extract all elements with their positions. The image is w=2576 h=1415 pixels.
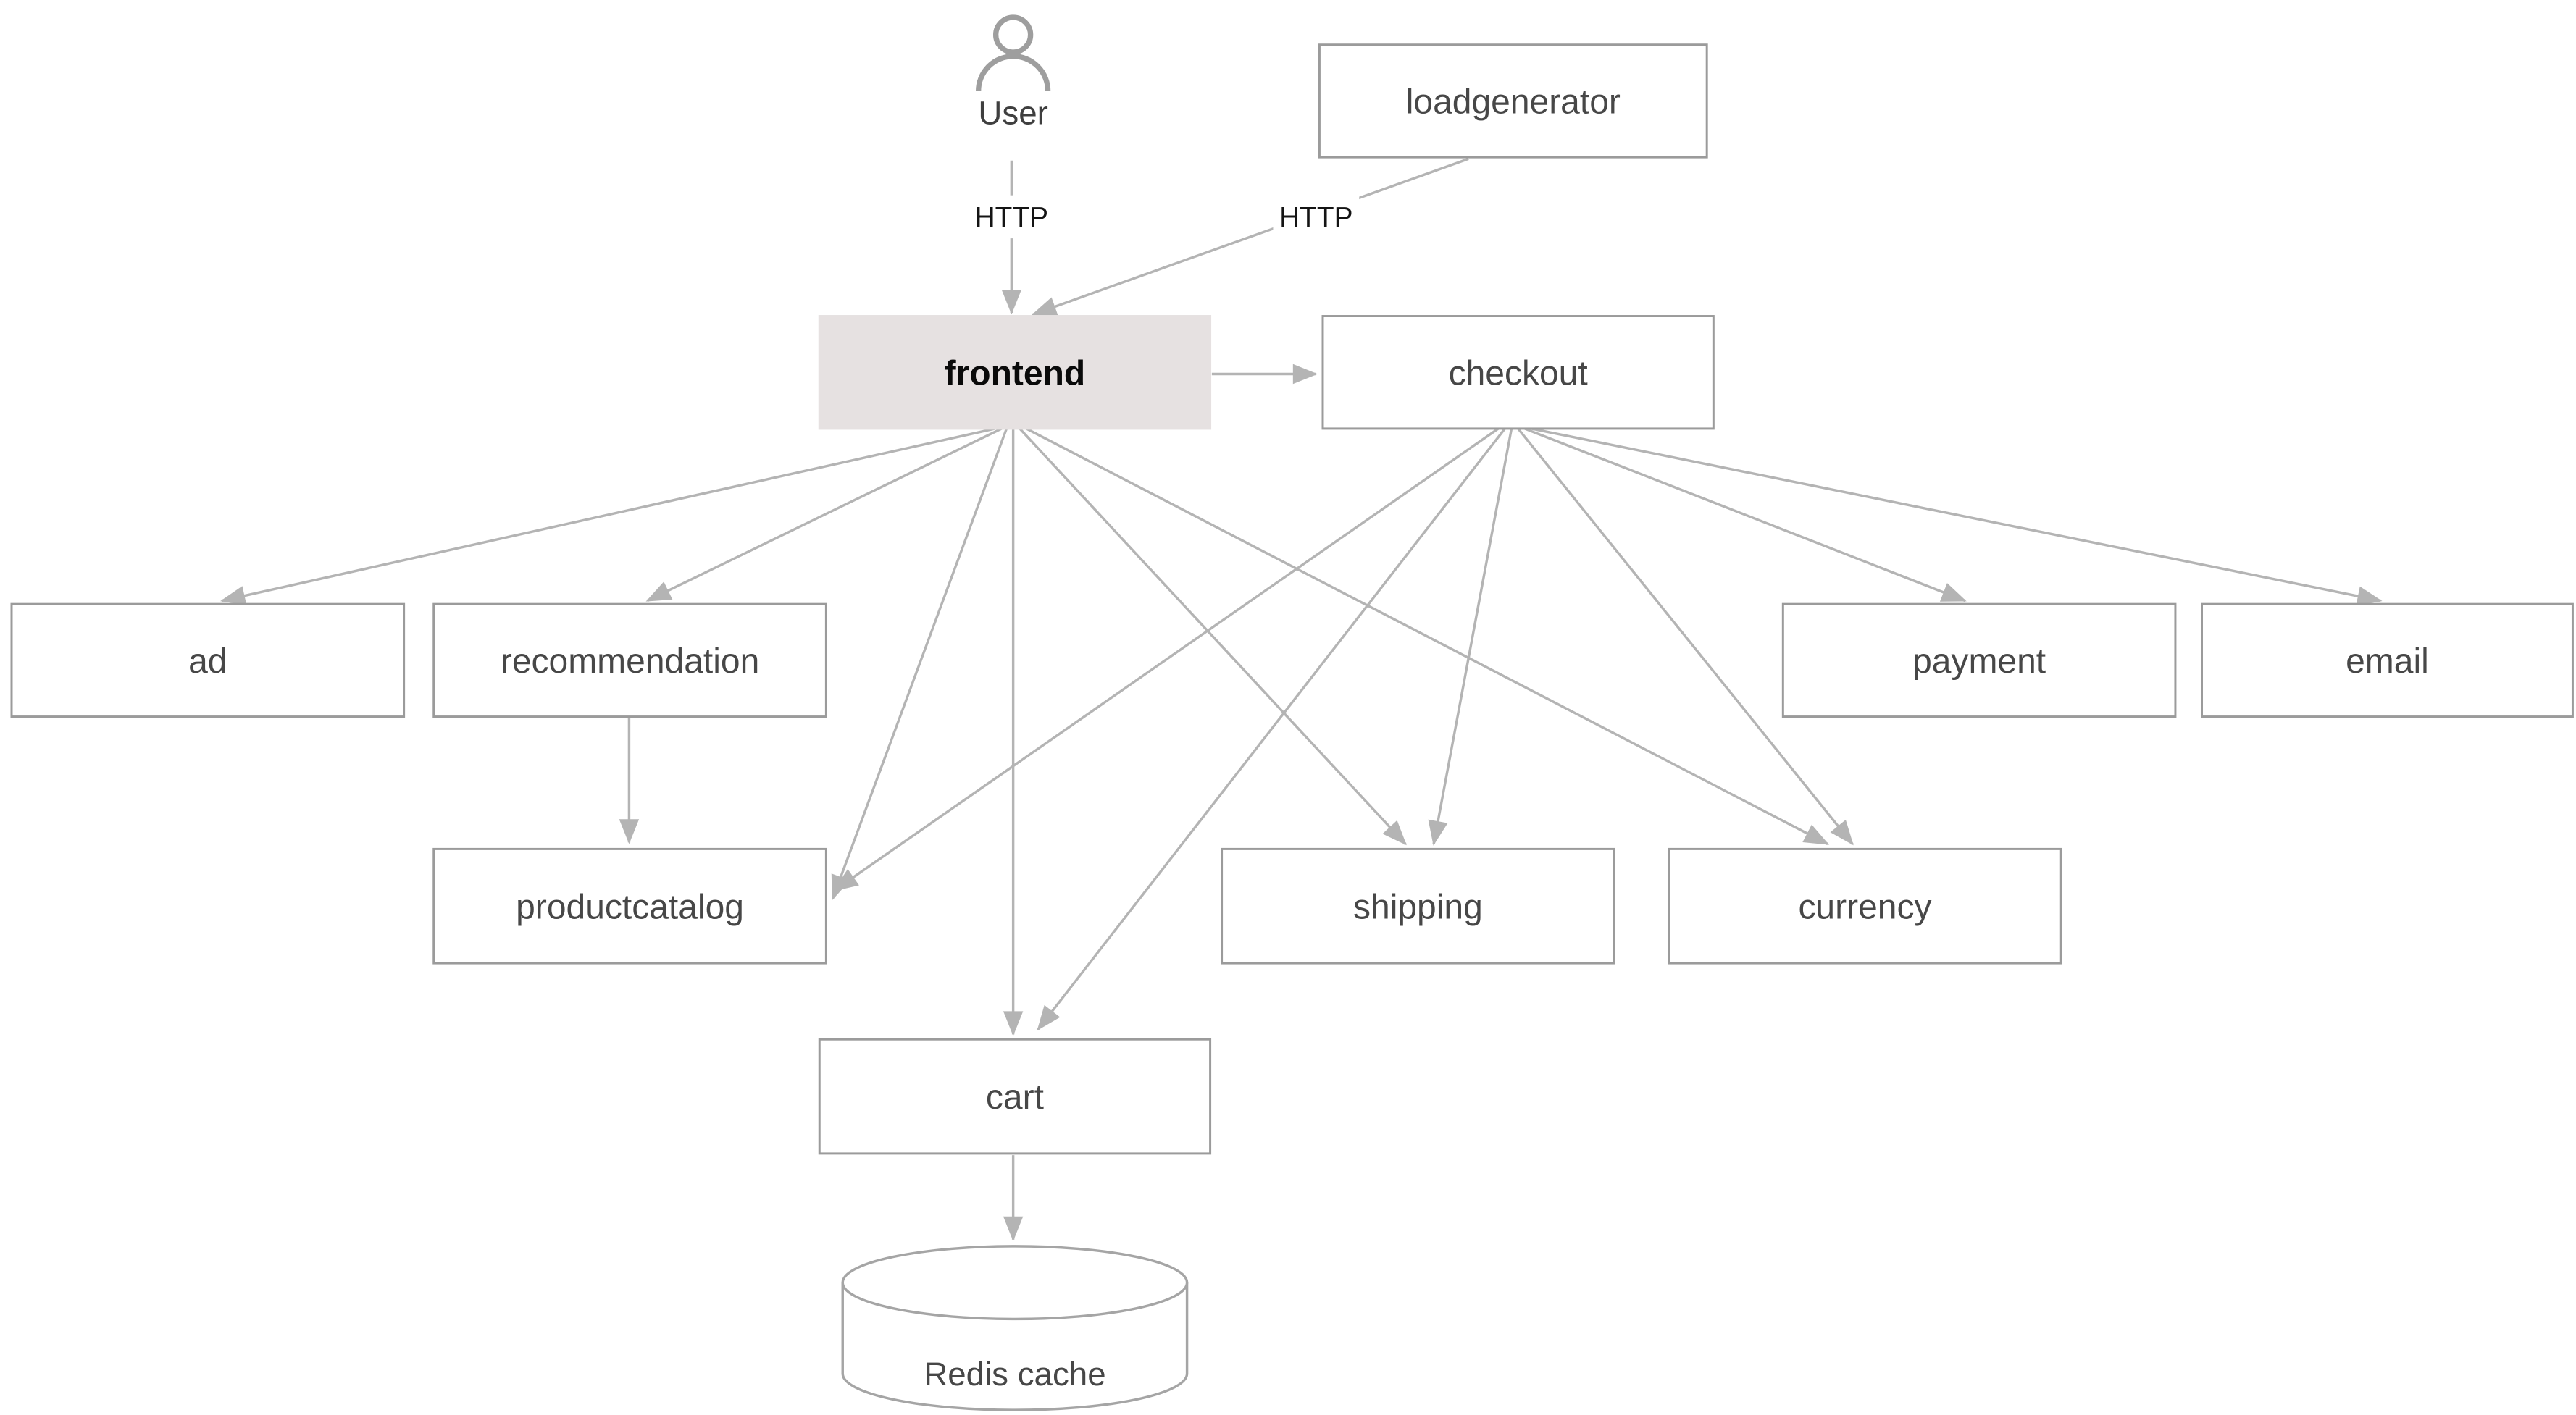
edge-frontend-ad — [220, 427, 995, 606]
node-box-currency — [1668, 847, 2062, 965]
edge-label-user-frontend: HTTP — [975, 202, 1048, 233]
edge-checkout-shipping — [1428, 428, 1513, 846]
node-label-checkout: checkout — [1449, 354, 1588, 392]
edge-label-layer: HTTP HTTP — [968, 195, 1360, 239]
node-label-frontend: frontend — [945, 354, 1086, 392]
node-checkout: checkout — [1321, 315, 1715, 430]
node-recommendation: recommendation — [432, 602, 827, 718]
node-user: User — [975, 14, 1051, 131]
edge-frontend-productcatalog — [831, 428, 1008, 901]
node-label-recommendation: recommendation — [501, 642, 759, 681]
node-box-recommendation — [432, 602, 827, 718]
edge-loadgenerator-frontend — [1031, 157, 1469, 316]
edge-label-bg — [1273, 195, 1360, 239]
edge-label-loadgenerator-frontend: HTTP — [1279, 202, 1352, 233]
node-label-redis: Redis cache — [924, 1356, 1105, 1393]
edge-label-bg — [968, 195, 1055, 239]
user-icon — [975, 14, 1051, 91]
node-shipping: shipping — [1221, 847, 1615, 965]
node-box-payment — [1781, 602, 2177, 718]
edge-checkout-payment — [1524, 427, 1967, 602]
node-box-frontend — [818, 315, 1212, 430]
node-label-payment: payment — [1912, 642, 2046, 681]
node-label-user: User — [978, 94, 1047, 131]
node-box-loadgenerator — [1318, 43, 1708, 159]
node-label-productcatalog: productcatalog — [516, 888, 744, 926]
node-loadgenerator: loadgenerator — [1318, 43, 1708, 159]
edge-layer — [220, 157, 2383, 1242]
user-icon-shoulders — [975, 54, 1051, 91]
node-currency: currency — [1668, 847, 2062, 965]
node-box-ad — [10, 602, 406, 718]
node-label-loadgenerator: loadgenerator — [1406, 83, 1621, 122]
cylinder-top — [841, 1245, 1189, 1321]
edge-checkout-currency — [1517, 427, 1854, 846]
node-box-email — [2201, 602, 2574, 718]
node-label-email: email — [2346, 642, 2429, 681]
node-email: email — [2201, 602, 2574, 718]
node-box-checkout — [1321, 315, 1715, 430]
node-cart: cart — [818, 1038, 1212, 1155]
node-redis: Redis cache — [841, 1245, 1189, 1411]
node-box-productcatalog — [432, 847, 827, 965]
edge-checkout-cart — [1037, 427, 1506, 1031]
node-box-cart — [818, 1038, 1212, 1155]
edge-frontend-currency — [1026, 427, 1830, 846]
node-ad: ad — [10, 602, 406, 718]
edge-checkout-productcatalog — [832, 427, 1500, 891]
node-productcatalog: productcatalog — [432, 847, 827, 965]
node-layer: User loadgenerator frontend checkout ad recom… — [10, 14, 2574, 1411]
node-payment: payment — [1781, 602, 2177, 718]
edge-frontend-shipping — [1019, 427, 1407, 846]
edge-frontend-recommendation — [645, 427, 1003, 602]
node-label-currency: currency — [1798, 888, 1931, 926]
node-label-cart: cart — [986, 1078, 1044, 1117]
node-label-shipping: shipping — [1353, 888, 1483, 926]
node-frontend: frontend — [818, 315, 1212, 430]
user-icon-head — [992, 14, 1034, 55]
edge-checkout-email — [1531, 427, 2383, 606]
node-label-ad: ad — [188, 642, 227, 681]
node-box-shipping — [1221, 847, 1615, 965]
